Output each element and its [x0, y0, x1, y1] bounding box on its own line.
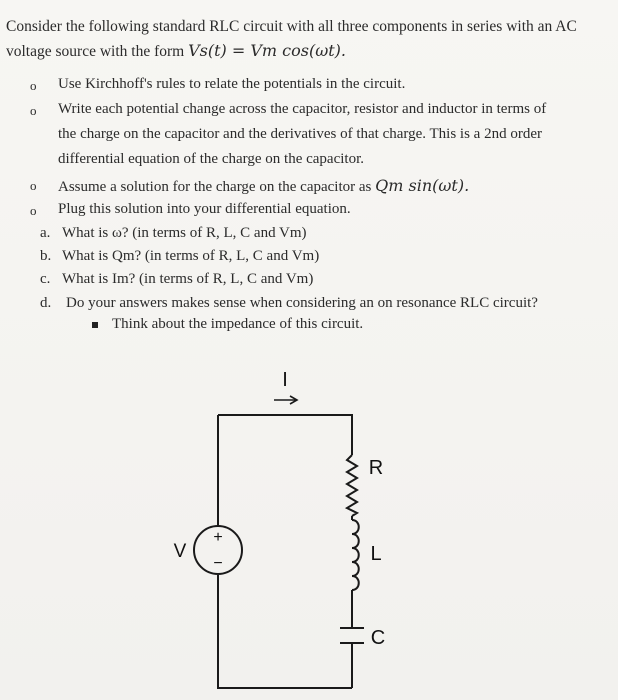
- question-a-text: What is ω? (in terms of R, L, C and Vm): [62, 225, 307, 241]
- capacitor-symbol: [340, 627, 364, 644]
- inductor-label: L: [370, 543, 381, 565]
- question-d-letter: d.: [40, 295, 52, 311]
- question-b-letter: b.: [40, 248, 52, 264]
- wire-top: [218, 414, 353, 455]
- resistor-symbol: [344, 454, 360, 517]
- square-bullet: [92, 322, 98, 328]
- bullet-marker-2: o: [30, 103, 37, 118]
- bullet-2-line-3: differential equation of the charge on t…: [58, 151, 364, 167]
- question-c-text: What is Im? (in terms of R, L, C and Vm): [62, 271, 314, 287]
- intro-line-2: voltage source with the form Vs(t) = Vm …: [6, 42, 346, 61]
- bullet-1-text: Use Kirchhoff's rules to relate the pote…: [58, 76, 406, 92]
- bullet-marker-3: o: [30, 178, 37, 193]
- source-plus-sign: +: [213, 529, 222, 546]
- resistor-label: R: [369, 457, 383, 479]
- bullet-2-line-1: Write each potential change across the c…: [58, 101, 547, 117]
- bullet-3-text: Assume a solution for the charge on the …: [58, 176, 469, 196]
- intro-line-2-prefix: voltage source with the form: [6, 43, 185, 60]
- question-a-letter: a.: [40, 225, 51, 241]
- voltage-source-circle: [193, 525, 243, 575]
- bullet-3-prefix: Assume a solution for the charge on the …: [58, 179, 372, 195]
- question-d-text: Do your answers makes sense when conside…: [66, 295, 538, 311]
- bullet-3-formula: Qm sin(ωt).: [375, 176, 470, 195]
- current-label: I: [282, 369, 288, 391]
- source-label: V: [174, 541, 187, 562]
- question-c-letter: c.: [40, 271, 51, 287]
- capacitor-label: C: [371, 627, 385, 649]
- source-formula: Vs(t) = Vm cos(ωt).: [188, 41, 346, 60]
- bullet-marker-4: o: [30, 203, 37, 218]
- question-b-text: What is Qm? (in terms of R, L, C and Vm): [62, 248, 320, 264]
- bullet-2-line-2: the charge on the capacitor and the deri…: [58, 126, 542, 142]
- current-arrow: [274, 395, 299, 405]
- intro-line-1: Consider the following standard RLC circ…: [6, 18, 577, 35]
- inductor-symbol: [351, 519, 360, 591]
- bullet-marker-1: o: [30, 78, 37, 93]
- bullet-4-text: Plug this solution into your differentia…: [58, 201, 351, 217]
- sub-bullet-text: Think about the impedance of this circui…: [112, 316, 364, 332]
- wire-left-bottom: [217, 575, 352, 689]
- source-minus-sign: −: [213, 555, 222, 572]
